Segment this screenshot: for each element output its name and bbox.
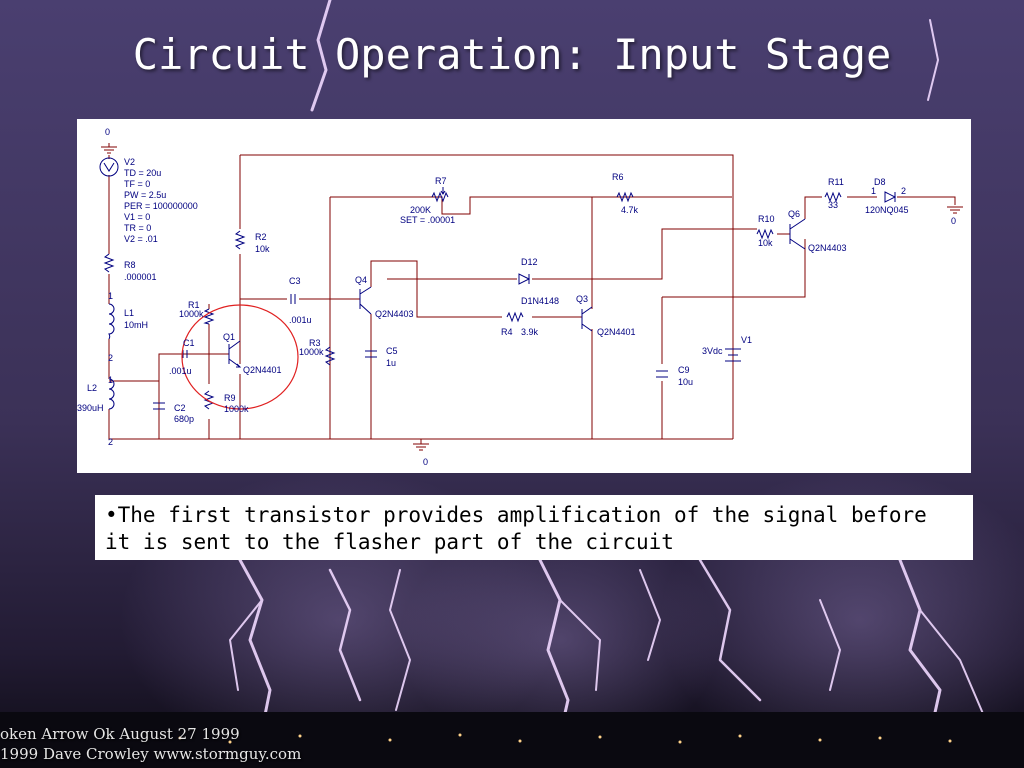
r11-value: 33 [828,200,838,210]
q6-name: Q6 [788,209,800,219]
q1-highlight-circle [181,304,299,410]
q4-part: Q2N4403 [375,309,414,319]
r3-value: 1000k [299,347,324,357]
v2-param: PW = 2.5u [124,190,166,200]
r7-value: 200K [410,205,431,215]
r2-name: R2 [255,232,267,242]
v2-param: TD = 20u [124,168,161,178]
c1-value: .001u [169,366,192,376]
d8-part: 120NQ045 [865,205,909,215]
c9-value: 10u [678,377,693,387]
r7-set: SET = .00001 [400,215,455,225]
ground-symbols [101,143,963,451]
c3-name: C3 [289,276,301,286]
q4-name: Q4 [355,275,367,285]
r9-value: 1000k [224,404,249,414]
v2-name: V2 [124,157,135,167]
q1-name: Q1 [223,332,235,342]
l1-value: 10mH [124,320,148,330]
r7-name: R7 [435,176,447,186]
r10-name: R10 [758,214,775,224]
gnd-top-label: 0 [105,127,110,137]
r6-value: 4.7k [621,205,639,215]
slide-title: Circuit Operation: Input Stage [132,30,892,79]
c2-name: C2 [174,403,186,413]
l2-pin2: 2 [108,437,113,447]
c5-value: 1u [386,358,396,368]
bullet-text-box: •The first transistor provides amplifica… [95,495,973,560]
v2-param: V1 = 0 [124,212,150,222]
r3-name: R3 [309,338,321,348]
q3-part: Q2N4401 [597,327,636,337]
schematic-components [99,157,897,439]
gnd-bottom-label: 0 [423,457,428,467]
r6-name: R6 [612,172,624,182]
r4-value: 3.9k [521,327,539,337]
photo-credit-line: oken Arrow Ok August 27 1999 [0,725,240,743]
r1-value: 1000k [179,309,204,319]
c2-value: 680p [174,414,194,424]
circuit-schematic: 0 0 0 V2 TD = 20u TF = 0 PW = 2.5u PER =… [77,119,971,473]
l2-value: 390uH [77,403,104,413]
v1-value: 3Vdc [702,346,723,356]
c9-name: C9 [678,365,690,375]
d12-name: D12 [521,257,538,267]
d8-name: D8 [874,177,886,187]
v2-param: PER = 100000000 [124,201,198,211]
l2-pin1: 1 [108,375,113,385]
l2-name: L2 [87,383,97,393]
l1-pin2: 2 [108,353,113,363]
q1-part: Q2N4401 [243,365,282,375]
l1-name: L1 [124,308,134,318]
r8-value: .000001 [124,272,157,282]
r10-value: 10k [758,238,773,248]
c5-name: C5 [386,346,398,356]
d12-part: D1N4148 [521,296,559,306]
r8-name: R8 [124,260,136,270]
c1-name: C1 [183,338,195,348]
r2-value: 10k [255,244,270,254]
v2-param: V2 = .01 [124,234,158,244]
l1-pin1: 1 [108,291,113,301]
q3-name: Q3 [576,294,588,304]
v2-param: TR = 0 [124,223,151,233]
v1-name: V1 [741,335,752,345]
q6-part: Q2N4403 [808,243,847,253]
r1-name: R1 [188,300,200,310]
r9-name: R9 [224,393,236,403]
photo-credit: oken Arrow Ok August 27 1999 1999 Dave C… [0,724,301,764]
photo-credit-line: 1999 Dave Crowley www.stormguy.com [0,745,302,763]
d8-pin2: 2 [901,186,906,196]
r4-name: R4 [501,327,513,337]
bullet-text: •The first transistor provides amplifica… [105,503,927,554]
r11-name: R11 [828,177,844,187]
c3-value: .001u [289,315,312,325]
gnd-right-label: 0 [951,216,956,226]
d8-pin1: 1 [871,186,876,196]
v2-param: TF = 0 [124,179,150,189]
